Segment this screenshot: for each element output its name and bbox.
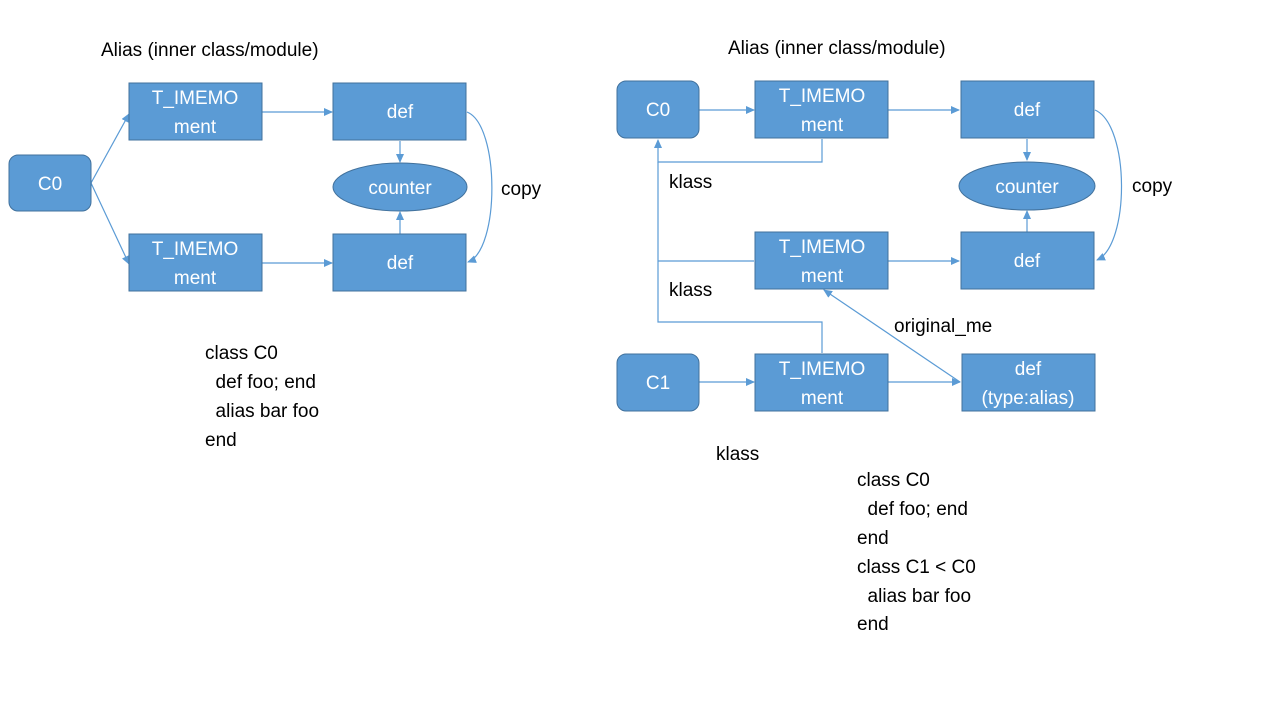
node-imemo-top-line1: T_IMEMO <box>152 88 239 109</box>
edge-klass-imemo-top <box>654 139 823 163</box>
klass-label-2: klass <box>669 280 712 301</box>
node-imemo-bottom-line2: ment <box>174 268 217 289</box>
edge-c0-to-imemo-top <box>90 113 130 184</box>
copy-label: copy <box>501 179 542 200</box>
node-def-bottom: def <box>332 233 467 292</box>
right-code-line: end <box>857 528 889 549</box>
node-c1: C1 <box>616 353 700 412</box>
node-imemo-bottom: T_IMEMO ment <box>754 353 889 412</box>
edge-copy <box>1094 109 1123 261</box>
node-imemo-bottom-line1: T_IMEMO <box>779 359 866 380</box>
node-def-middle-label: def <box>1014 251 1041 272</box>
node-imemo-middle: T_IMEMO ment <box>754 231 889 290</box>
edge-copy <box>466 111 493 263</box>
node-imemo-bottom-line1: T_IMEMO <box>152 239 239 260</box>
right-code-line: class C0 <box>857 470 930 491</box>
node-c1-label: C1 <box>646 373 670 394</box>
node-imemo-top: T_IMEMO ment <box>754 80 889 139</box>
node-counter: counter <box>332 162 468 212</box>
node-def-middle: def <box>960 231 1095 290</box>
left-code-block: class C0 def foo; end alias bar foo end <box>205 343 319 451</box>
node-def-bottom-label: def <box>387 253 414 274</box>
right-code-line: class C1 < C0 <box>857 557 976 578</box>
copy-label: copy <box>1132 176 1173 197</box>
node-c0-label: C0 <box>646 100 670 121</box>
node-counter-label: counter <box>368 178 432 199</box>
node-imemo-middle-line2: ment <box>801 266 844 287</box>
node-def-top-label: def <box>1014 100 1041 121</box>
edge-original-me <box>823 289 961 383</box>
node-imemo-top: T_IMEMO ment <box>128 82 263 141</box>
node-def-top: def <box>960 80 1095 139</box>
left-code-line: end <box>205 430 237 451</box>
left-code-line: alias bar foo <box>205 401 319 422</box>
original-me-label: original_me <box>894 316 992 337</box>
left-title: Alias (inner class/module) <box>101 40 319 61</box>
right-code-line: alias bar foo <box>857 586 971 607</box>
klass-label-1: klass <box>669 172 712 193</box>
node-c0: C0 <box>616 80 700 139</box>
right-diagram: Alias (inner class/module) klass klass k… <box>616 38 1173 635</box>
right-code-line: def foo; end <box>857 499 968 520</box>
node-def-top-label: def <box>387 102 414 123</box>
node-counter-label: counter <box>995 177 1059 198</box>
node-def-top: def <box>332 82 467 141</box>
left-code-line: def foo; end <box>205 372 316 393</box>
node-def-alias-line1: def <box>1015 359 1042 380</box>
node-imemo-top-line2: ment <box>174 117 217 138</box>
node-imemo-top-line2: ment <box>801 115 844 136</box>
edge-c0-to-imemo-bottom <box>90 182 130 265</box>
right-code-line: end <box>857 614 889 635</box>
edge-klass-imemo-bottom <box>657 162 823 353</box>
node-imemo-middle-line1: T_IMEMO <box>779 237 866 258</box>
right-title: Alias (inner class/module) <box>728 38 946 59</box>
node-def-alias-line2: (type:alias) <box>982 388 1075 409</box>
right-code-block: class C0 def foo; end end class C1 < C0 … <box>857 470 976 635</box>
node-c0: C0 <box>8 154 92 212</box>
node-counter: counter <box>958 161 1096 211</box>
node-c0-label: C0 <box>38 174 62 195</box>
node-imemo-bottom: T_IMEMO ment <box>128 233 263 292</box>
node-def-alias: def (type:alias) <box>961 353 1096 412</box>
node-imemo-bottom-line2: ment <box>801 388 844 409</box>
klass-label-3: klass <box>716 444 759 465</box>
left-code-line: class C0 <box>205 343 278 364</box>
left-diagram: Alias (inner class/module) copy C0 T_IME… <box>8 40 542 451</box>
node-imemo-top-line1: T_IMEMO <box>779 86 866 107</box>
